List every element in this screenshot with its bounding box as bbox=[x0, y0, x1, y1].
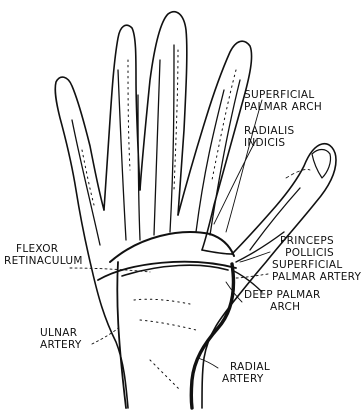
label-radialis-indicis-line2: INDICIS bbox=[244, 138, 294, 150]
label-deep-palmar-arch: DEEP PALMAR ARCH bbox=[244, 290, 321, 313]
label-superficial-palmar-artery: SUPERFICIAL PALMAR ARTERY bbox=[272, 260, 361, 283]
ulnar-artery-vessel bbox=[117, 262, 126, 408]
label-deep-palmar-arch-line2: ARCH bbox=[244, 302, 321, 314]
radial-artery-vessel bbox=[191, 264, 233, 408]
label-princeps-pollicis-line1: PRINCEPS bbox=[280, 236, 334, 248]
label-radialis-indicis: RADIALIS INDICIS bbox=[244, 126, 294, 149]
label-superficial-palmar-artery-line1: SUPERFICIAL bbox=[272, 260, 361, 272]
label-superficial-palmar-arch: SUPERFICIAL PALMAR ARCH bbox=[244, 90, 322, 113]
label-ulnar-artery-line2: ARTERY bbox=[40, 340, 82, 352]
label-radial-artery-line2: ARTERY bbox=[222, 374, 270, 386]
label-princeps-pollicis: PRINCEPS POLLICIS bbox=[280, 236, 334, 259]
label-superficial-palmar-arch-line1: SUPERFICIAL bbox=[244, 90, 322, 102]
label-ulnar-artery: ULNAR ARTERY bbox=[40, 328, 82, 351]
label-flexor-retinaculum-line1: FLEXOR bbox=[4, 244, 83, 256]
label-deep-palmar-arch-line1: DEEP PALMAR bbox=[244, 290, 321, 302]
label-flexor-retinaculum-line2: RETINACULUM bbox=[4, 256, 83, 268]
label-ulnar-artery-line1: ULNAR bbox=[40, 328, 82, 340]
label-radialis-indicis-line1: RADIALIS bbox=[244, 126, 294, 138]
label-flexor-retinaculum: FLEXOR RETINACULUM bbox=[4, 244, 83, 267]
label-radial-artery: RADIAL ARTERY bbox=[222, 362, 270, 385]
hand-outline bbox=[55, 12, 336, 408]
label-princeps-pollicis-line2: POLLICIS bbox=[280, 248, 334, 260]
label-superficial-palmar-artery-line2: PALMAR ARTERY bbox=[272, 272, 361, 284]
superficial-palmar-arch bbox=[110, 232, 234, 262]
label-radial-artery-line1: RADIAL bbox=[222, 362, 270, 374]
label-superficial-palmar-arch-line2: PALMAR ARCH bbox=[244, 102, 322, 114]
